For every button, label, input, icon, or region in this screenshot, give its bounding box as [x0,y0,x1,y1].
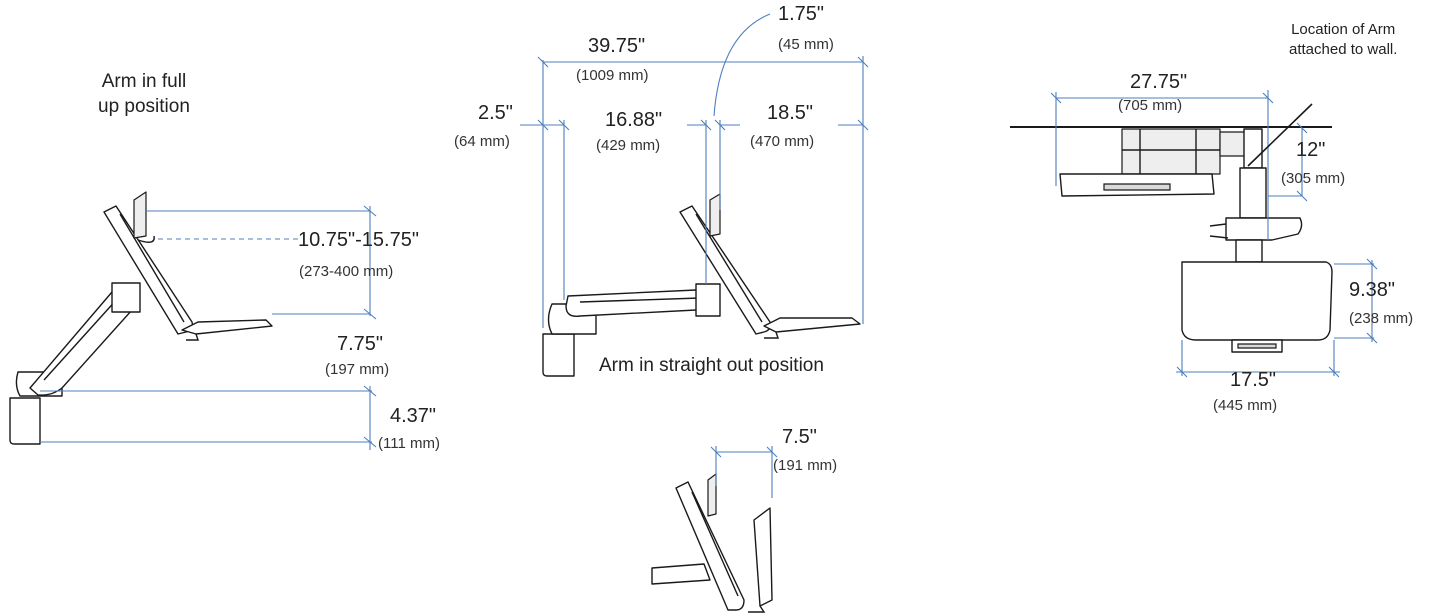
wall-location-note-line1: Location of Arm [1291,21,1396,38]
folded-dimension-lines [710,446,778,498]
base-height-mm-label: (111 mm) [378,435,440,452]
top-view-width-mm-label: (705 mm) [1118,97,1183,114]
straight-out-dimension-lines [520,13,869,328]
tray-side-label: 9.38" [1349,279,1396,301]
folded-depth-label: 7.5" [782,426,817,448]
folded-arm-drawing [651,473,773,613]
top-view-dimension-lines [1050,90,1378,378]
full-up-caption: Arm in full up position [98,70,190,119]
top-view-offset-mm-label: (305 mm) [1281,170,1346,187]
wall-gap-mm-label: (64 mm) [454,133,510,150]
straight-out-caption: Arm in straight out position [599,355,824,376]
height-range-mm-label: (273-400 mm) [299,263,394,280]
base-height-label: 4.37" [390,405,437,427]
height-range-label: 10.75"-15.75" [298,229,419,251]
folded-depth-mm-label: (191 mm) [773,457,838,474]
top-view-offset-label: 12" [1296,139,1326,161]
arm-length-mm-label: (429 mm) [596,137,661,154]
top-view-drawing [1010,126,1333,353]
wall-location-note: Location of Arm attached to wall. [1289,20,1397,59]
full-up-dimension-lines [40,205,377,450]
top-view-width-label: 27.75" [1130,71,1188,93]
tray-side-mm-label: (238 mm) [1349,310,1414,327]
total-reach-mm-label: (1009 mm) [576,67,649,84]
tray-width-mm-label: (445 mm) [1213,397,1278,414]
wall-location-note-line2: attached to wall. [1289,40,1398,58]
total-reach-label: 39.75" [588,35,646,57]
tray-depth-label: 18.5" [767,102,814,124]
straight-out-arm-drawing [542,193,861,377]
top-offset-mm-label: (45 mm) [778,36,834,53]
tray-drop-mm-label: (197 mm) [325,361,390,378]
arm-length-label: 16.88" [605,109,663,131]
full-up-caption-line1: Arm in full [101,71,187,92]
full-up-caption-line2: up position [98,95,190,117]
wall-gap-label: 2.5" [478,102,513,124]
tray-depth-mm-label: (470 mm) [750,133,815,150]
full-up-arm-drawing [9,191,273,445]
top-offset-label: 1.75" [778,3,825,25]
tray-width-label: 17.5" [1230,369,1277,391]
tray-drop-label: 7.75" [337,333,384,355]
